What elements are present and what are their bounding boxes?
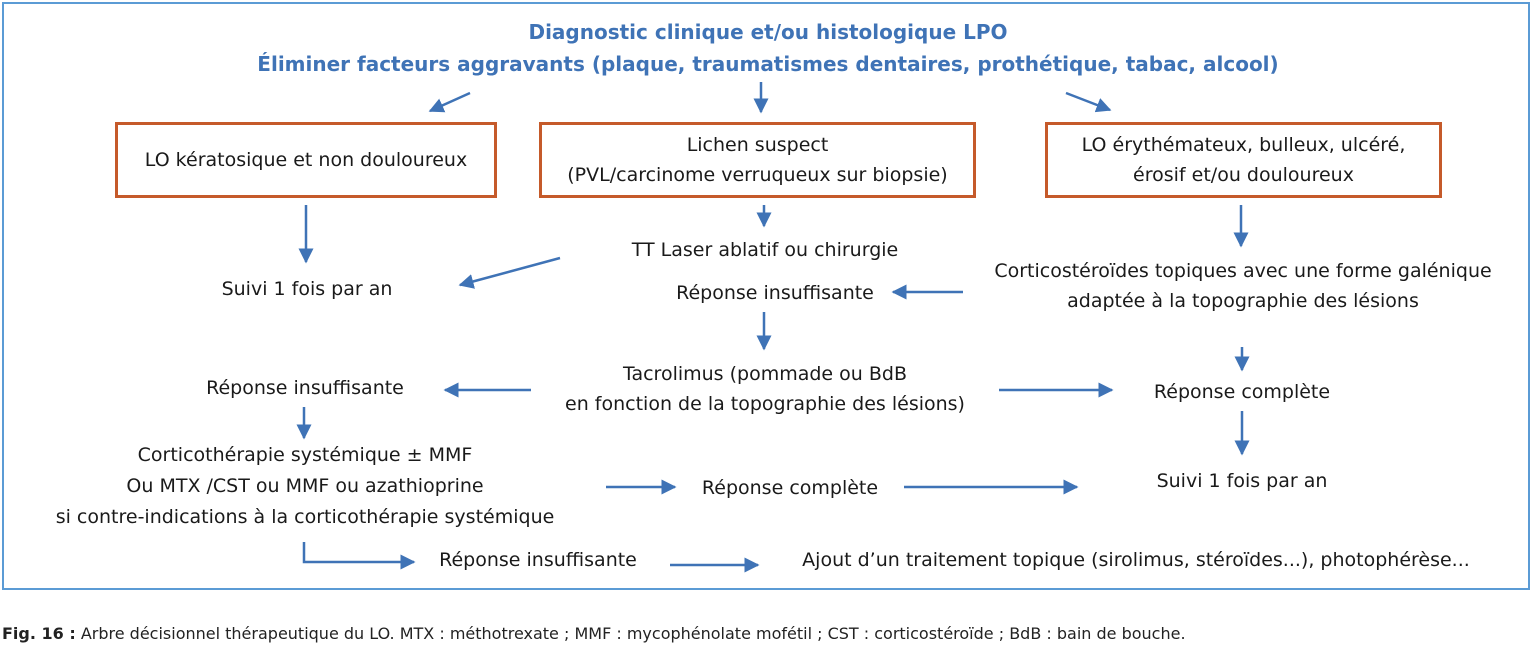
figure-caption: Fig. 16 : Arbre décisionnel thérapeutiqu… — [2, 624, 1186, 644]
node-suivi-left: Suivi 1 fois par an — [221, 278, 393, 300]
node-tacrolimus-2: en fonction de la topographie des lésion… — [565, 393, 965, 415]
node-cortico-systemique-1: Corticothérapie systémique ± MMF — [137, 444, 473, 466]
diagram-frame — [2, 2, 1530, 590]
node-tt-laser: TT Laser ablatif ou chirurgie — [631, 239, 899, 261]
arrow-cortico-syst-to-reponse-insuff-bottom — [302, 542, 416, 570]
box-erythemateux-line1: LO érythémateux, bulleux, ulcéré, — [1081, 134, 1406, 156]
node-reponse-insuffisante-mid: Réponse insuffisante — [676, 282, 874, 304]
caption-label: Fig. 16 : — [2, 624, 76, 643]
box-erythemateux: LO érythémateux, bulleux, ulcéré, érosif… — [1045, 122, 1442, 198]
box-erythemateux-line2: érosif et/ou douloureux — [1133, 164, 1354, 186]
node-tacrolimus-1: Tacrolimus (pommade ou BdB — [623, 363, 907, 385]
node-reponse-insuffisante-left: Réponse insuffisante — [206, 377, 404, 399]
node-reponse-complete-mid: Réponse complète — [701, 477, 879, 499]
node-cortico-topique-1: Corticostéroïdes topiques avec une forme… — [994, 260, 1492, 282]
header-diagnostic: Diagnostic clinique et/ou histologique L… — [528, 20, 1008, 44]
node-suivi-right: Suivi 1 fois par an — [1156, 470, 1328, 492]
arrow-laser-to-suivi — [458, 256, 561, 289]
box-lichen-suspect: Lichen suspect (PVL/carcinome verruqueux… — [539, 122, 976, 198]
box-keratosique-label: LO kératosique et non douloureux — [144, 149, 468, 171]
node-reponse-insuffisante-bottom: Réponse insuffisante — [439, 549, 637, 571]
box-lichen-suspect-line2: (PVL/carcinome verruqueux sur biopsie) — [567, 164, 948, 186]
arrow-header-to-right — [1065, 91, 1112, 113]
box-lichen-suspect-line1: Lichen suspect — [686, 134, 829, 156]
node-cortico-topique-2: adaptée à la topographie des lésions — [1067, 290, 1419, 312]
header-facteurs: Éliminer facteurs aggravants (plaque, tr… — [257, 52, 1279, 76]
node-cortico-systemique-2: Ou MTX /CST ou MMF ou azathioprine — [126, 475, 484, 497]
caption-text: Arbre décisionnel thérapeutique du LO. M… — [75, 624, 1186, 643]
arrow-header-to-left — [428, 91, 471, 113]
node-ajout-traitement: Ajout d’un traitement topique (sirolimus… — [802, 549, 1470, 571]
node-reponse-complete-right: Réponse complète — [1153, 381, 1331, 403]
node-cortico-systemique-3: si contre-indications à la corticothérap… — [55, 506, 555, 528]
box-keratosique: LO kératosique et non douloureux — [115, 122, 497, 198]
